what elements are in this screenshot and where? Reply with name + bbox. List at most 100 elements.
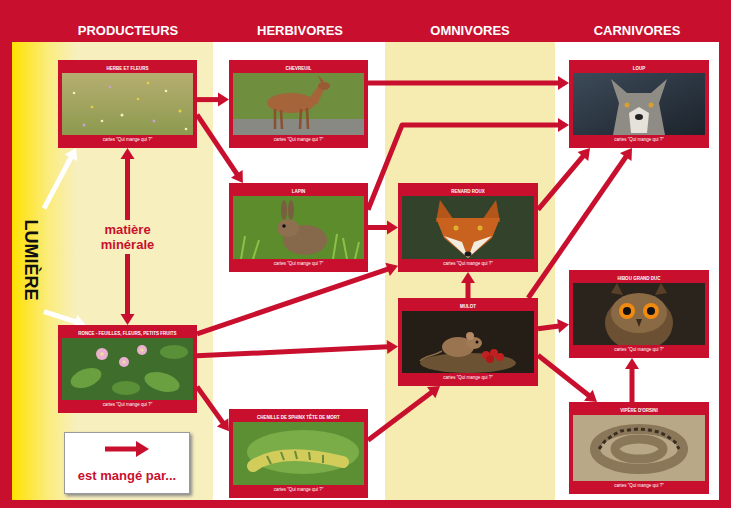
arrow-head — [121, 148, 135, 159]
card-footer: cartes "Qui mange qui ?" — [233, 259, 364, 268]
species-card: MULOT cartes "Qui mange qui ?" — [398, 298, 538, 386]
card-title: HIBOU GRAND DUC — [573, 274, 705, 283]
card-title: RENARD ROUX — [402, 187, 534, 196]
card-title: VIPÈRE D'ORSINI — [573, 406, 705, 415]
food-arrow — [197, 263, 398, 334]
species-card: LAPIN cartes "Qui mange qui ?" — [229, 183, 368, 272]
arrow-shaft — [368, 225, 388, 230]
card-title: RONCE - FEUILLES, FLEURS, PETITS FRUITS — [62, 329, 193, 338]
arrow-shaft — [630, 368, 635, 402]
card-title: LOUP — [573, 64, 705, 73]
edge-label: matière minérale — [96, 220, 160, 254]
viper-photo — [573, 415, 705, 481]
bramble-photo — [62, 338, 193, 400]
rabbit-photo — [233, 196, 364, 259]
arrow-head — [121, 314, 135, 325]
card-title: LAPIN — [233, 187, 364, 196]
species-card: RENARD ROUX cartes "Qui mange qui ?" — [398, 183, 538, 272]
arrow-shaft — [197, 97, 219, 102]
arrow-head — [558, 76, 569, 90]
column-header: OMNIVORES — [385, 22, 555, 39]
species-card: CHEVREUIL cartes "Qui mange qui ?" — [229, 60, 368, 148]
arrow-head — [65, 148, 77, 161]
card-footer: cartes "Qui mange qui ?" — [573, 135, 705, 144]
legend-box: est mangé par... — [64, 432, 190, 494]
arrow-shaft — [538, 156, 584, 210]
arrow-shaft — [538, 355, 589, 396]
arrow-head — [557, 319, 569, 333]
card-title: CHENILLE DE SPHINX TÊTE DE MORT — [233, 413, 364, 422]
food-arrow — [368, 221, 398, 235]
light-source: LUMIÈRE — [16, 205, 44, 315]
food-arrow — [625, 358, 639, 402]
species-card: CHENILLE DE SPHINX TÊTE DE MORT cartes "Q… — [229, 409, 368, 498]
food-arrow — [461, 272, 475, 298]
arrow-shaft — [466, 282, 471, 298]
card-title: CHEVREUIL — [233, 64, 364, 73]
card-footer: cartes "Qui mange qui ?" — [233, 485, 364, 494]
arrow-head — [231, 170, 243, 183]
arrow-shaft — [44, 157, 71, 208]
arrow-head — [584, 390, 597, 402]
arrow-shaft — [538, 326, 559, 329]
card-title: HERBE ET FLEURS — [62, 64, 193, 73]
fox-photo — [402, 196, 534, 259]
arrow-shaft — [197, 347, 388, 356]
arrow-head — [218, 93, 229, 107]
card-footer: cartes "Qui mange qui ?" — [573, 481, 705, 490]
arrow-head — [620, 148, 632, 161]
species-card: HIBOU GRAND DUC cartes "Qui mange qui ?" — [569, 270, 709, 358]
card-footer: cartes "Qui mange qui ?" — [62, 400, 193, 409]
column-header: PRODUCTEURS — [43, 22, 213, 39]
food-arrow — [538, 355, 597, 402]
wolf-photo — [573, 73, 705, 135]
species-card: HERBE ET FLEURS cartes "Qui mange qui ?" — [58, 60, 197, 148]
legend-text: est mangé par... — [65, 468, 189, 484]
food-arrow — [538, 148, 590, 210]
arrow-shaft — [197, 269, 389, 334]
caterpillar-photo — [233, 422, 364, 485]
arrow-head — [217, 418, 229, 431]
arrow-head — [578, 148, 590, 161]
producer-column — [12, 42, 213, 500]
deer-photo — [233, 73, 364, 135]
arrow-shaft — [368, 125, 559, 210]
omnivore-column — [385, 42, 555, 500]
card-footer: cartes "Qui mange qui ?" — [402, 259, 534, 268]
column-header: CARNIVORES — [552, 22, 722, 39]
arrow-shaft — [368, 392, 432, 440]
arrow-head — [558, 118, 569, 132]
card-footer: cartes "Qui mange qui ?" — [62, 135, 193, 144]
food-arrow — [197, 115, 243, 183]
owl-photo — [573, 283, 705, 351]
arrow-shaft — [44, 312, 76, 322]
arrow-shaft — [368, 80, 559, 85]
arrow-head — [385, 263, 398, 276]
arrow-head — [427, 386, 440, 398]
food-arrow — [44, 148, 77, 208]
legend-arrow-sample — [65, 433, 189, 493]
arrow-head — [387, 340, 398, 354]
arrow-head — [625, 358, 639, 369]
card-footer: cartes "Qui mange qui ?" — [233, 135, 364, 144]
food-arrow — [368, 76, 569, 90]
food-arrow — [197, 387, 229, 432]
carnivore-column — [555, 42, 719, 500]
arrow-head — [461, 272, 475, 283]
column-header: HERBIVORES — [215, 22, 385, 39]
food-arrow — [197, 340, 398, 356]
food-arrow — [197, 93, 229, 107]
species-card: VIPÈRE D'ORSINI cartes "Qui mange qui ?" — [569, 402, 709, 494]
light-label: LUMIÈRE — [20, 220, 41, 301]
card-footer: cartes "Qui mange qui ?" — [402, 373, 534, 382]
grass-photo — [62, 73, 193, 135]
species-card: RONCE - FEUILLES, FLEURS, PETITS FRUITS c… — [58, 325, 197, 413]
arrow-head — [387, 221, 398, 235]
species-card: LOUP cartes "Qui mange qui ?" — [569, 60, 709, 148]
card-footer: cartes "Qui mange qui ?" — [573, 345, 705, 354]
mouse-photo — [402, 311, 534, 373]
arrow-shaft — [197, 387, 223, 424]
card-title: MULOT — [402, 302, 534, 311]
